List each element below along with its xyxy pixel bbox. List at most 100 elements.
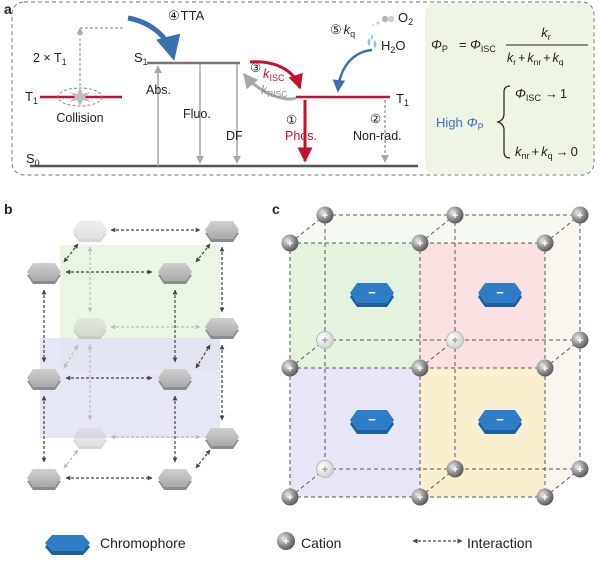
panel-b: b	[4, 201, 239, 490]
phos-label: Phos.	[285, 129, 317, 143]
chromophore-front-5	[158, 469, 192, 490]
svg-text:+: +	[542, 492, 548, 504]
panel-a: a S0 T1 Collision 2 × T1 S1 ④TTA Abs. Fl…	[4, 1, 595, 176]
chromophore-front-4	[27, 469, 61, 490]
svg-text:+: +	[452, 464, 458, 476]
collision-label: Collision	[56, 111, 103, 125]
svg-text:+: +	[577, 210, 583, 222]
water-icon	[367, 34, 377, 48]
nonrad-number: ②	[370, 112, 381, 126]
legend-chromophore-icon	[45, 535, 90, 555]
svg-text:+: +	[417, 492, 423, 504]
cube-faces	[290, 215, 580, 497]
quantum-yield-equation: ΦP = ΦISC kr kr+knr+kq	[431, 25, 588, 67]
arrow-diag-1	[63, 243, 79, 263]
chromophore-front-2	[27, 369, 61, 390]
svg-text:+: +	[577, 464, 583, 476]
cation-back-2-0: +	[571, 206, 589, 224]
cation-back-1-0: +	[446, 206, 464, 224]
t1-left-label: T1	[25, 89, 38, 106]
arrow-diag-6	[195, 449, 211, 469]
h2o-label: H2O	[381, 38, 406, 55]
svg-text:+: +	[322, 335, 328, 347]
cation-front-0-1: +	[281, 359, 299, 377]
panel-c: c −−−− ++++++++++++++++++	[272, 201, 589, 506]
two-t1-label: 2 × T1	[33, 51, 67, 67]
chromophore-lattice	[27, 221, 239, 490]
isc-arrow	[249, 60, 303, 90]
chromophore-front-3	[158, 369, 192, 390]
cation-front-2-1: +	[536, 359, 554, 377]
cation-front-2-2: +	[536, 488, 554, 506]
brace	[496, 85, 511, 159]
chromophore-0: −	[350, 283, 394, 307]
eq-denominator: kr+knr+kq	[507, 51, 564, 67]
svg-text:+: +	[417, 363, 423, 375]
nonrad-label: Non-rad.	[353, 129, 402, 143]
arrow-diag-4	[195, 344, 211, 369]
chromophore-1: −	[478, 283, 522, 307]
svg-text:−: −	[368, 412, 376, 427]
lattice-plane-purple	[40, 338, 220, 438]
svg-text:+: +	[417, 238, 423, 250]
k-risc-label: kRISC	[261, 83, 287, 99]
condition-isc: ΦISC→1	[515, 86, 567, 103]
cation-front-2-0: +	[536, 234, 554, 252]
cube-chromophores: −−−−	[350, 283, 522, 434]
chromophore-back-5	[205, 428, 239, 449]
svg-text:+: +	[283, 536, 289, 548]
chromophore-back-4	[73, 428, 107, 449]
cation-back-2-1: +	[571, 331, 589, 349]
cation-back-0-1: +	[316, 331, 334, 349]
cation-back-0-0: +	[316, 206, 334, 224]
legend-chromophore-label: Chromophore	[100, 535, 186, 551]
chromophore-front-0	[27, 263, 61, 284]
svg-text:+: +	[322, 464, 328, 476]
cation-front-1-2: +	[411, 488, 429, 506]
arrow-diag-5	[63, 449, 79, 469]
tta-label: ④TTA	[168, 8, 205, 23]
tta-arrow	[127, 15, 181, 61]
legend-interaction-label: Interaction	[467, 535, 532, 551]
face-pink	[420, 243, 545, 368]
panel-a-tag: a	[4, 1, 12, 17]
chromophore-back-2	[73, 318, 107, 339]
face-yellow	[420, 368, 545, 497]
eq-phi-isc: ΦISC	[470, 37, 496, 54]
equation-background	[425, 3, 593, 174]
cation-back-0-2: +	[316, 460, 334, 478]
cation-back-1-1: +	[446, 331, 464, 349]
fluo-label: Fluo.	[183, 107, 211, 121]
cation-front-0-0: +	[281, 234, 299, 252]
panel-b-tag: b	[4, 201, 13, 217]
oxygen-icon	[371, 15, 395, 27]
svg-text:−: −	[496, 285, 504, 300]
eq-equals: =	[459, 37, 467, 52]
svg-text:+: +	[287, 238, 293, 250]
svg-text:−: −	[368, 285, 376, 300]
svg-text:+: +	[452, 335, 458, 347]
o2-label: O2	[398, 10, 413, 27]
interaction-arrows	[41, 227, 225, 481]
eq-numerator: kr	[541, 25, 551, 42]
collision-burst	[69, 88, 91, 106]
svg-text:+: +	[542, 363, 548, 375]
panel-a-frame	[11, 1, 595, 176]
arrow-diag-2	[195, 243, 211, 263]
quench-arrow	[332, 48, 373, 93]
phos-number: ①	[286, 113, 297, 127]
face-top	[290, 215, 580, 243]
svg-text:+: +	[542, 238, 548, 250]
face-right	[545, 215, 580, 497]
chromophore-back-1	[205, 221, 239, 242]
s0-label: S0	[26, 151, 40, 168]
cation-back-2-2: +	[571, 460, 589, 478]
svg-text:+: +	[287, 363, 293, 375]
arrow-diag-3	[63, 344, 79, 369]
svg-text:+: +	[577, 335, 583, 347]
svg-text:+: +	[322, 210, 328, 222]
